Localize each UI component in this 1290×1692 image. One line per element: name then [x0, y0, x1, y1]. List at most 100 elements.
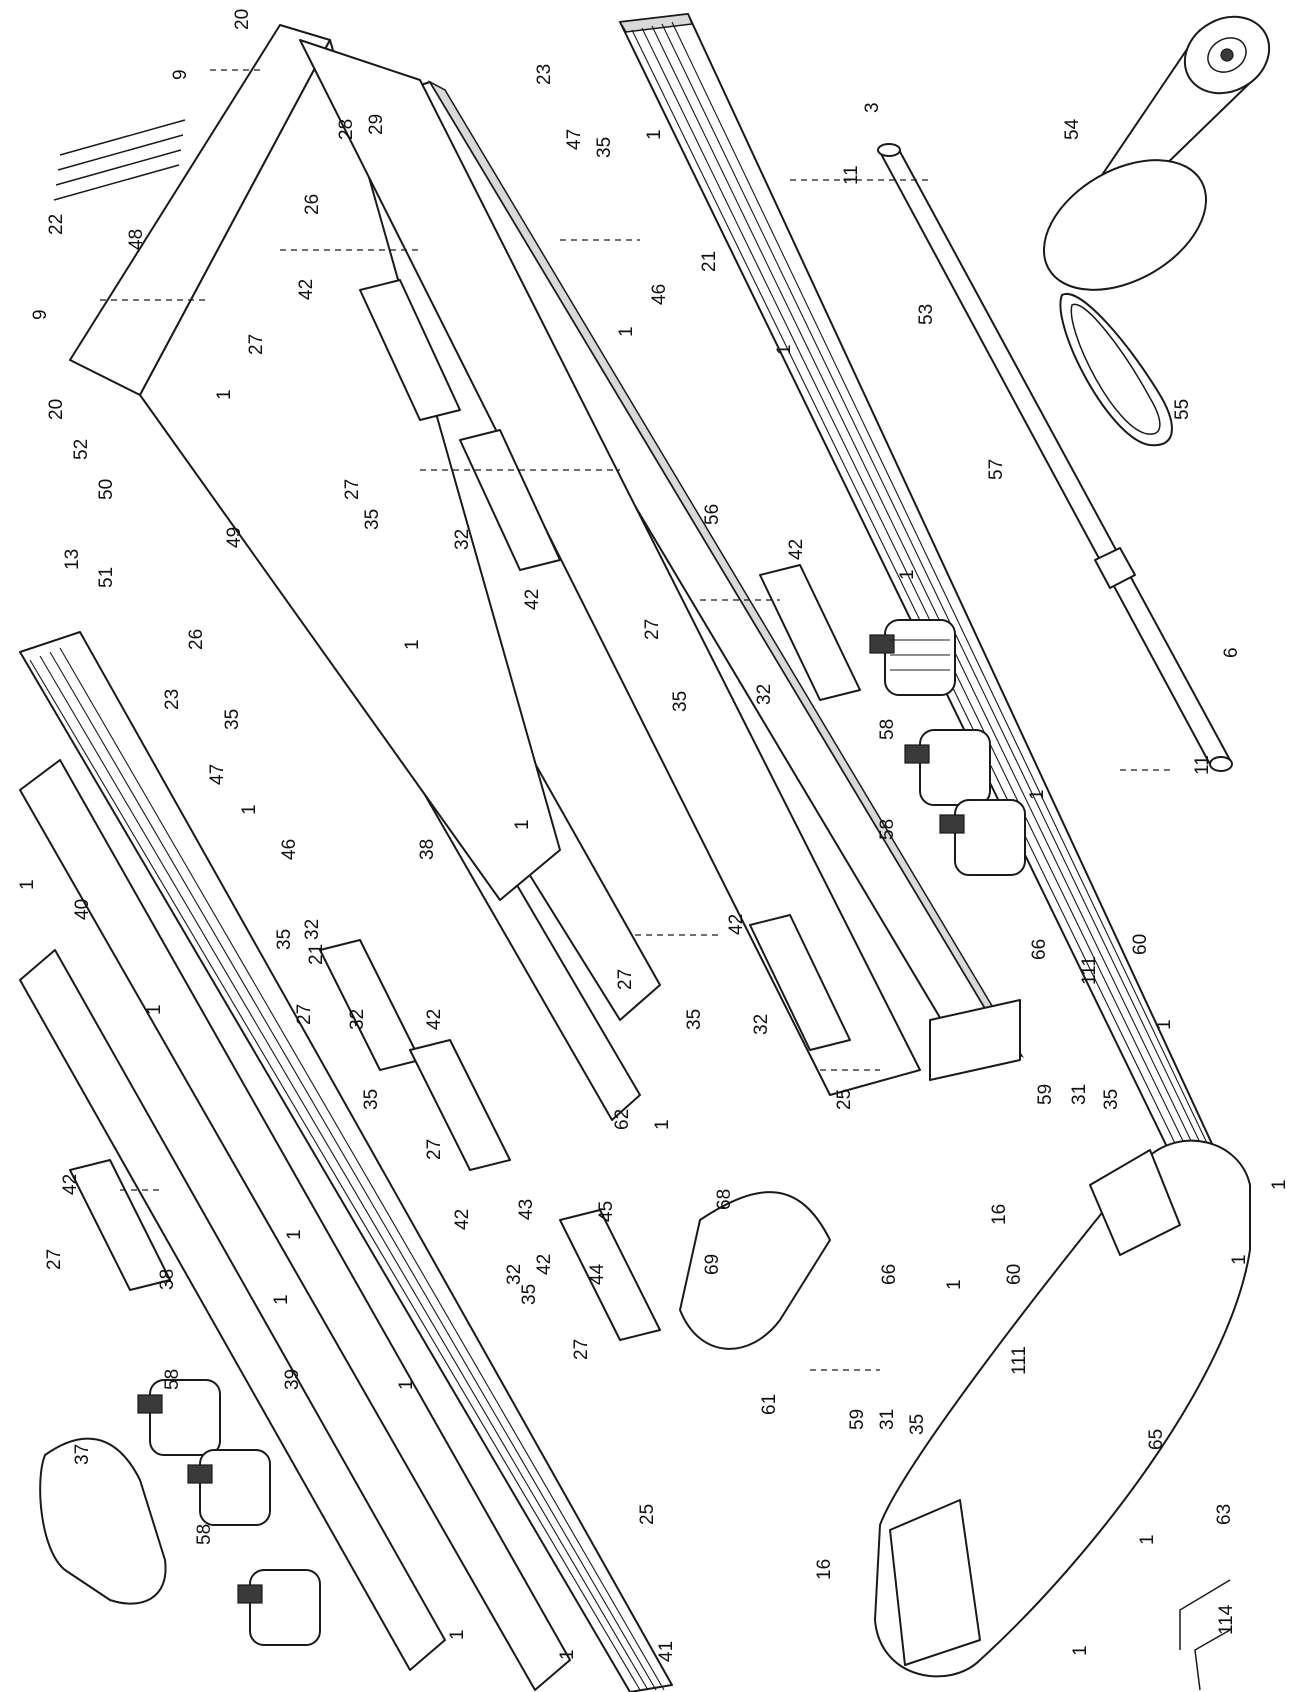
callout-35g: 35	[1101, 1089, 1122, 1110]
callout-46: 46	[649, 284, 670, 305]
callout-61: 61	[759, 1394, 780, 1415]
callout-1b: 1	[616, 326, 637, 337]
callout-59: 59	[1035, 1084, 1056, 1105]
callout-28: 28	[336, 119, 357, 140]
part-left-side-rail	[19, 631, 673, 1692]
callout-1m: 1	[652, 1119, 673, 1130]
callout-1: 1	[644, 129, 665, 140]
callout-43: 43	[516, 1199, 537, 1220]
part-isolator-58-f	[237, 1569, 321, 1646]
callout-27e: 27	[294, 1004, 315, 1025]
callout-1r: 1	[271, 1294, 292, 1305]
part-isolator-58-d	[137, 1379, 221, 1456]
callout-1c: 1	[774, 344, 795, 355]
part-rods-48	[53, 119, 186, 201]
callout-1p: 1	[1229, 1254, 1250, 1265]
callout-1d: 1	[214, 389, 235, 400]
callout-58: 58	[877, 719, 898, 740]
callout-56: 56	[702, 504, 723, 525]
callout-1g: 1	[239, 804, 260, 815]
callout-63: 63	[1214, 1504, 1235, 1525]
callout-32d: 32	[347, 1009, 368, 1030]
part-isolator-58-c	[939, 799, 1026, 876]
callout-111: 111	[1079, 956, 1100, 985]
callout-52: 52	[71, 439, 92, 460]
callout-1k: 1	[144, 1004, 165, 1015]
callout-55: 55	[1172, 399, 1193, 420]
callout-1i: 1	[512, 819, 533, 830]
part-hex-keys	[1179, 1579, 1231, 1691]
callout-32b: 32	[754, 684, 775, 705]
callout-1v: 1	[1070, 1645, 1091, 1656]
callout-1l: 1	[1154, 1019, 1175, 1030]
part-rear-roller	[877, 143, 1233, 772]
callout-42h: 42	[534, 1254, 555, 1275]
callout-29: 29	[366, 114, 387, 135]
callout-1q: 1	[944, 1279, 965, 1290]
callout-20b: 20	[46, 399, 67, 420]
callout-47b: 47	[207, 764, 228, 785]
callout-53: 53	[916, 304, 937, 325]
callout-42d: 42	[726, 914, 747, 935]
callout-48: 48	[126, 229, 147, 250]
callout-59b: 59	[847, 1409, 868, 1430]
callout-35: 35	[594, 137, 615, 158]
callout-23: 23	[534, 64, 555, 85]
callout-42e: 42	[424, 1009, 445, 1030]
part-isolator-58-b	[904, 729, 991, 806]
callout-69: 69	[702, 1254, 723, 1275]
callout-23b: 23	[162, 689, 183, 710]
part-bracket-42	[69, 279, 861, 1341]
callout-38: 38	[417, 839, 438, 860]
callout-31b: 31	[877, 1409, 898, 1430]
part-isolator-58-e	[187, 1449, 271, 1526]
callout-47: 47	[564, 129, 585, 150]
callout-1e: 1	[897, 569, 918, 580]
callout-1w: 1	[557, 1649, 578, 1660]
callout-114: 114	[1216, 1604, 1237, 1635]
callout-1j: 1	[17, 879, 38, 890]
callout-60b: 60	[1004, 1264, 1025, 1285]
callout-39: 39	[282, 1369, 303, 1390]
callout-42c: 42	[786, 539, 807, 560]
callout-32: 32	[452, 529, 473, 550]
callout-35d: 35	[670, 691, 691, 712]
callout-16: 16	[989, 1204, 1010, 1225]
callout-40: 40	[72, 899, 93, 920]
callout-25: 25	[834, 1089, 855, 1110]
callout-42g: 42	[452, 1209, 473, 1230]
callout-21: 21	[699, 251, 720, 272]
callout-41: 41	[656, 1641, 677, 1662]
callout-11b: 11	[1192, 755, 1213, 775]
callout-54: 54	[1062, 118, 1083, 140]
callout-58d: 58	[194, 1524, 215, 1545]
callout-3: 3	[862, 102, 883, 113]
callout-27b: 27	[342, 479, 363, 500]
callout-66: 66	[1029, 939, 1050, 960]
callout-22: 22	[46, 214, 67, 235]
callout-58b: 58	[877, 819, 898, 840]
callout-6: 6	[1221, 647, 1242, 658]
callout-1n: 1	[1269, 1179, 1290, 1190]
part-drive-belt	[1059, 292, 1173, 447]
callout-labels: 20 9 23 28 29 47 35 1 3 54 11 26 48 22 9…	[17, 9, 1290, 1662]
callout-27g: 27	[44, 1249, 65, 1270]
part-end-cap-37	[39, 1437, 167, 1605]
part-front-roller	[1042, 15, 1271, 291]
callout-9b: 9	[30, 309, 51, 320]
callout-42f: 42	[60, 1174, 81, 1195]
callout-49: 49	[224, 527, 245, 548]
callout-46b: 46	[279, 839, 300, 860]
callout-62: 62	[612, 1109, 633, 1130]
part-end-cap-69	[679, 1191, 831, 1350]
callout-37: 37	[72, 1444, 93, 1465]
callout-42b: 42	[522, 589, 543, 610]
callout-50: 50	[96, 479, 117, 500]
callout-35f: 35	[684, 1009, 705, 1030]
part-isolator-58-a	[869, 619, 956, 696]
callout-21b: 21	[306, 944, 327, 965]
callout-13: 13	[62, 549, 83, 570]
part-motor-hood	[874, 1139, 1251, 1678]
callout-38b: 38	[157, 1269, 178, 1290]
callout-26b: 26	[186, 629, 207, 650]
